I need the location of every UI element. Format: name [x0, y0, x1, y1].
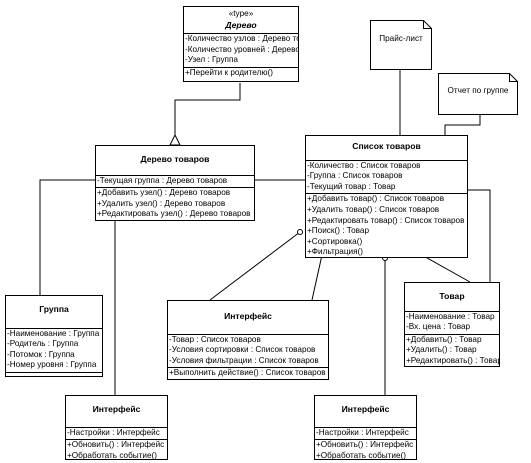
attributes-section: -Текущая группа : Дерево товаров — [96, 174, 254, 188]
class-stereotype: «type» — [228, 9, 254, 18]
attribute: -Количество уровней : Дерево — [185, 44, 299, 54]
operation: +Фильтрация() — [307, 247, 363, 257]
attribute: -Условия сортировки : Список товаров — [169, 345, 316, 355]
class-name: Дерево — [225, 19, 257, 30]
attributes-section: -Настройки : Интерфейс — [66, 426, 167, 440]
note-group-report[interactable]: Отчет по группе — [438, 73, 518, 115]
generalization-arrowhead — [169, 133, 181, 146]
operation: +Удалить товар() : Список товаров — [307, 204, 440, 214]
attributes-section: -Количество узлов : Дерево товаров -Коли… — [184, 33, 298, 67]
attribute: -Настройки : Интерфейс — [316, 427, 409, 437]
operations-section: +Добавить() : Товар +Удалить() : Товар +… — [405, 333, 500, 366]
attribute: -Текущий товар : Товар — [307, 181, 396, 191]
class-derevo[interactable]: «type» Дерево -Количество узлов : Дерево… — [183, 6, 299, 82]
operation: +Удалить узел() : Дерево товаров — [97, 198, 226, 208]
class-interfeis-mid[interactable]: Интерфейс -Товар : Список товаров -Услов… — [167, 300, 329, 380]
operation: +Добавить товар() : Список товаров — [307, 194, 445, 204]
association-list-interface-b — [311, 254, 323, 301]
note-text: Прайс-лист — [379, 34, 423, 43]
generalization-line — [174, 83, 241, 145]
operation: +Обработать событие() — [67, 450, 157, 460]
class-gruppa[interactable]: Группа -Наименование : Группа -Родитель … — [5, 295, 103, 377]
operation: +Добавить узел() : Дерево товаров — [97, 188, 231, 198]
aggregation-marker — [297, 229, 303, 235]
class-name: Интерфейс — [224, 311, 272, 321]
note-link-report — [444, 115, 481, 135]
association-tree-group — [39, 179, 95, 295]
operation: +Обновить() : Интерфейс — [316, 440, 414, 450]
attributes-section: -Настройки : Интерфейс — [315, 426, 416, 440]
operations-section: +Добавить узел() : Дерево товаров +Удали… — [96, 187, 254, 220]
operation: +Редактировать товар() : Список товаров — [307, 215, 465, 225]
attribute: -Потомок : Группа — [7, 349, 75, 359]
operation: +Обновить() : Интерфейс — [67, 440, 165, 450]
operation: +Редактировать() : Товар — [406, 355, 500, 365]
class-name: Интерфейс — [341, 404, 390, 414]
operations-section: +Перейти к родителю() — [184, 66, 298, 80]
operation: +Добавить() : Товар — [406, 334, 482, 344]
operation: +Удалить() : Товар — [406, 345, 477, 355]
note-text: Отчет по группе — [447, 86, 509, 95]
operations-section: +Выполнить действие() : Список товаров — [168, 367, 328, 379]
class-name: Группа — [39, 304, 69, 314]
operation: +Выполнить действие() : Список товаров — [169, 368, 326, 378]
attributes-section: -Наименование : Группа -Родитель : Групп… — [6, 327, 102, 372]
attribute: -Наименование : Товар — [406, 311, 495, 321]
attribute: -Группа : Список товаров — [307, 171, 403, 181]
class-spisok-tovarov[interactable]: Список товаров -Количество : Список това… — [305, 135, 468, 258]
class-name: Интерфейс — [92, 404, 141, 414]
operations-section: +Обновить() : Интерфейс +Обработать собы… — [315, 439, 416, 460]
operation: +Перейти к родителю() — [185, 67, 273, 77]
attribute: -Настройки : Интерфейс — [67, 427, 160, 437]
operation: +Сортировка() — [307, 236, 363, 246]
class-name: Список товаров — [352, 141, 421, 151]
note-price-list[interactable]: Прайс-лист — [370, 20, 432, 70]
attributes-section: -Товар : Список товаров -Условия сортиро… — [168, 333, 328, 368]
attribute: -Наименование : Группа — [7, 328, 100, 338]
association-list-product — [468, 189, 491, 282]
class-interfeis-right[interactable]: Интерфейс -Настройки : Интерфейс +Обнови… — [314, 395, 417, 460]
operations-section: +Обновить() : Интерфейс +Обработать собы… — [66, 439, 167, 460]
attribute: -Количество : Список товаров — [307, 160, 421, 170]
attribute: -Количество узлов : Дерево товаров — [185, 34, 298, 44]
class-header: «type» Дерево — [184, 7, 298, 33]
class-name: Дерево товаров — [140, 154, 210, 164]
attribute: -Родитель : Группа — [7, 339, 79, 349]
operations-section — [6, 371, 102, 376]
operations-section: +Добавить товар() : Список товаров +Удал… — [306, 193, 467, 257]
operation: +Редактировать узел() : Дерево товаров — [97, 209, 251, 219]
note-shape — [438, 73, 518, 115]
attribute: -Вх. цена : Товар — [406, 322, 471, 332]
operation: +Обработать событие() — [316, 450, 406, 460]
attributes-section: -Наименование : Товар -Вх. цена : Товар — [405, 310, 499, 334]
attribute: -Текущая группа : Дерево товаров — [97, 175, 228, 185]
attribute: -Условия фильтрации : Список товаров — [169, 355, 319, 365]
attribute: -Товар : Список товаров — [169, 334, 261, 344]
attributes-section: -Количество : Список товаров -Группа : С… — [306, 159, 467, 194]
attribute: -Узел : Группа — [185, 55, 238, 65]
note-shape — [370, 20, 432, 70]
class-tovar[interactable]: Товар -Наименование : Товар -Вх. цена : … — [404, 282, 500, 367]
class-interfeis-left[interactable]: Интерфейс -Настройки : Интерфейс +Обнови… — [65, 395, 168, 460]
operation: +Поиск() : Товар — [307, 226, 370, 236]
attribute: -Номер уровня : Группа — [7, 360, 97, 370]
association-list-interface-a — [209, 231, 301, 301]
class-name: Товар — [439, 291, 465, 301]
class-derevo-tovarov[interactable]: Дерево товаров -Текущая группа : Дерево … — [95, 145, 255, 221]
